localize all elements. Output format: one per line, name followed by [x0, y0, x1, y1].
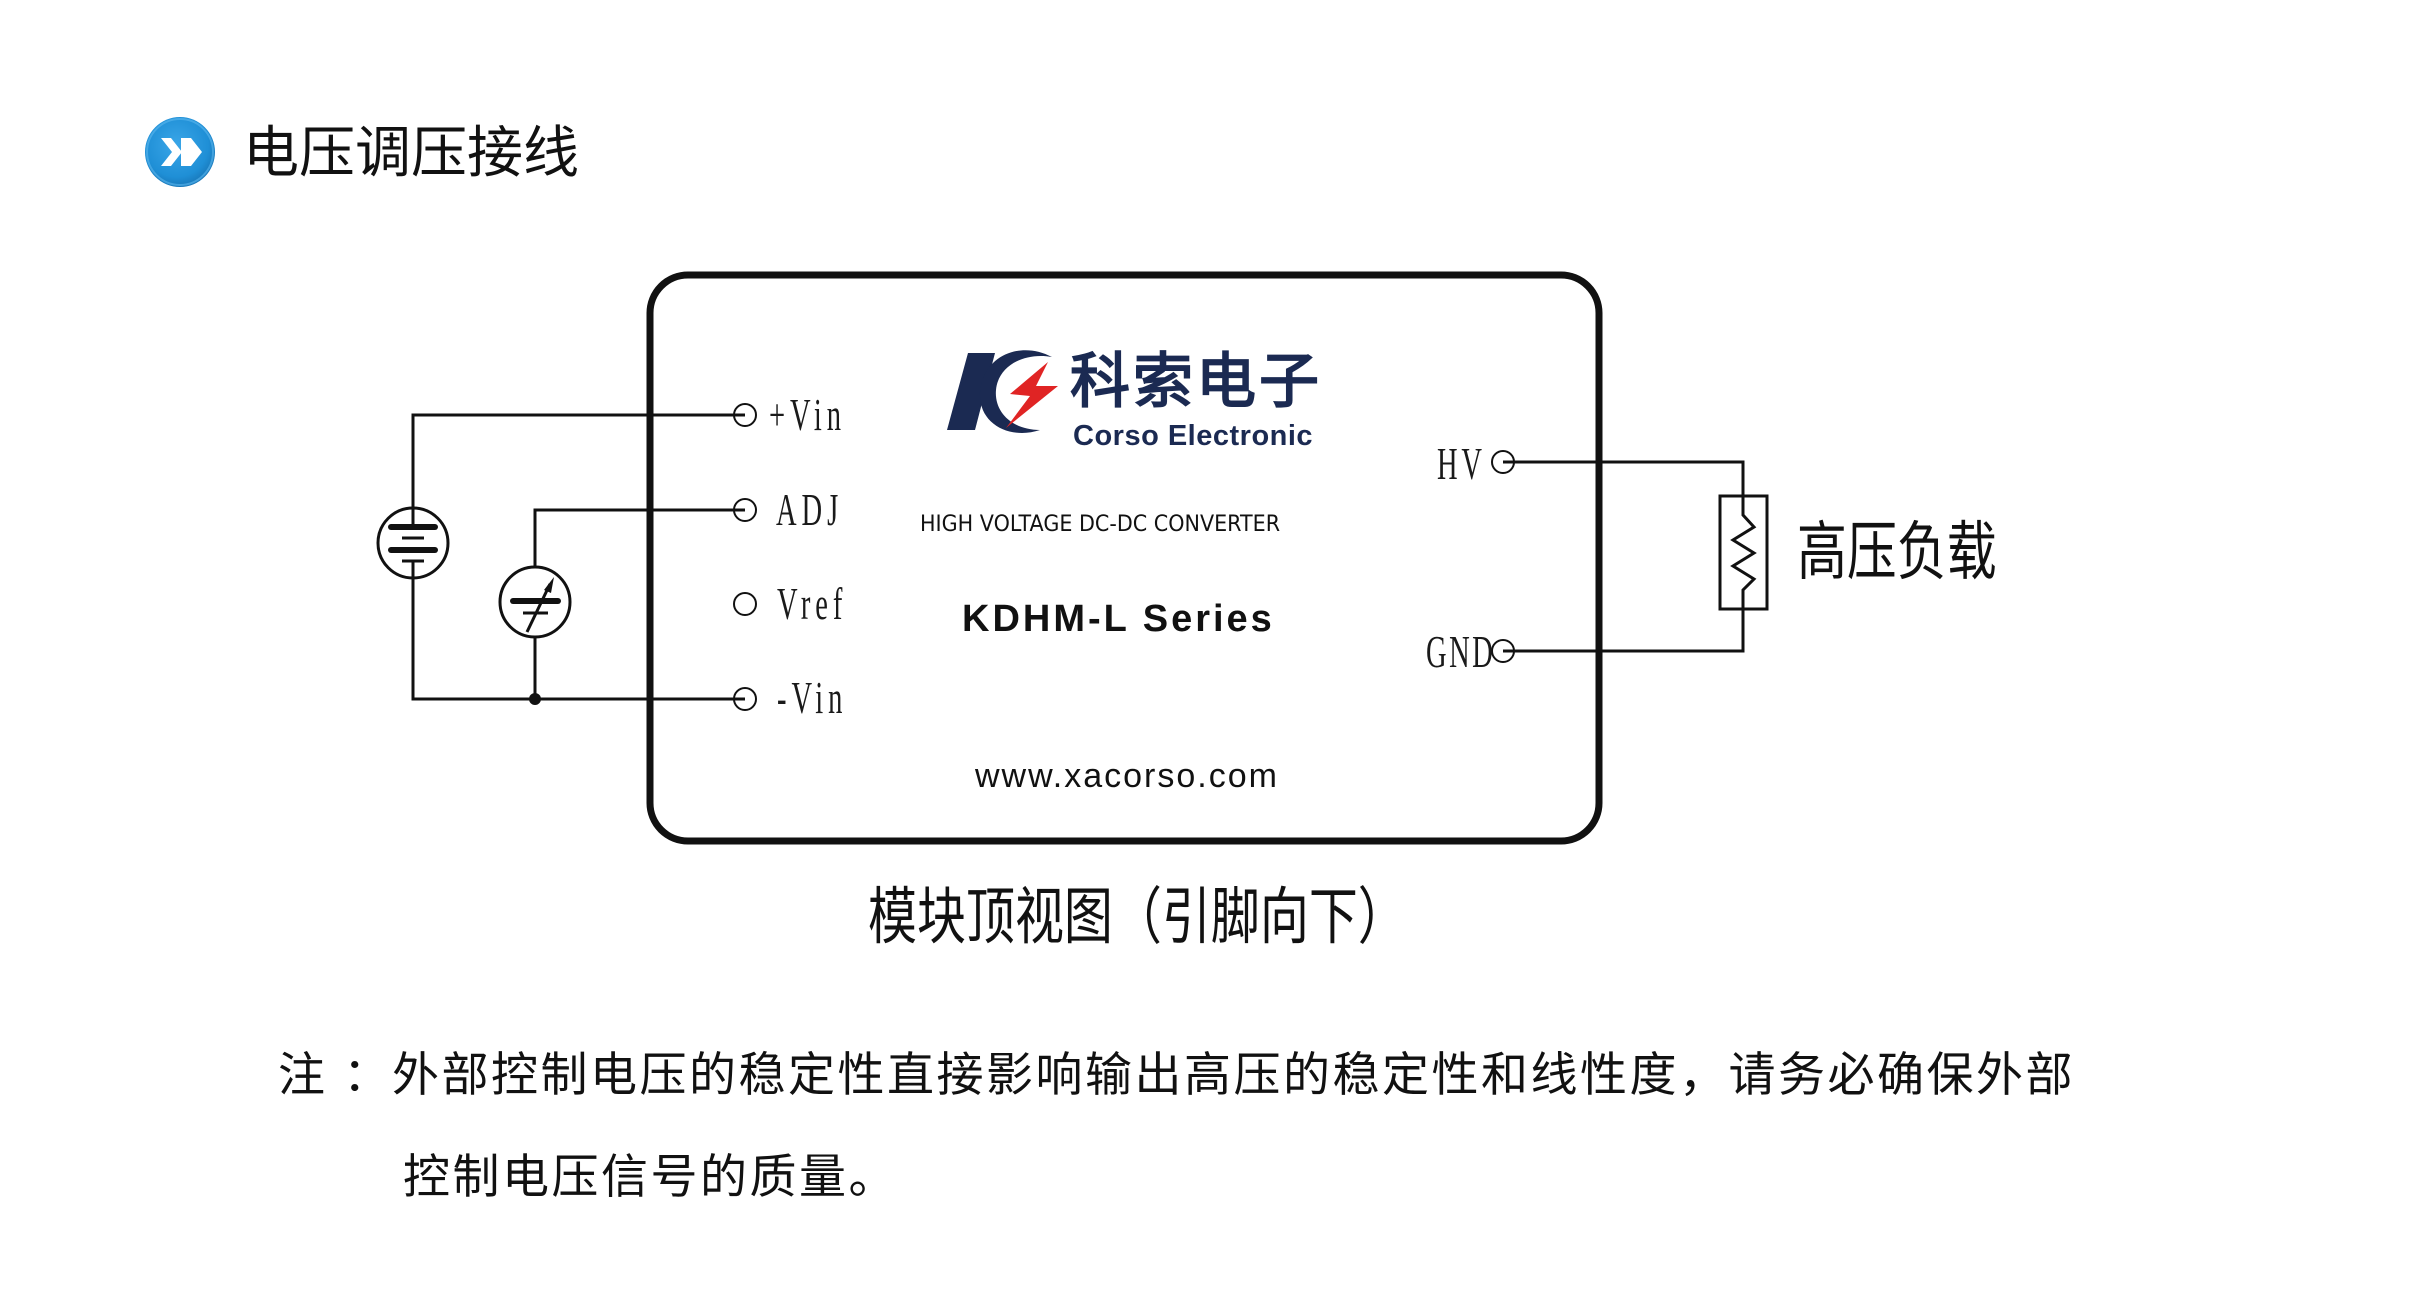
series-label: KDHM-L Series — [962, 598, 1275, 640]
website-label: www.xacorso.com — [975, 757, 1279, 795]
pin-label-minus-vin: -Vin — [777, 672, 848, 723]
logo-brand-cn: 科索电子 — [1070, 347, 1322, 417]
double-chevron-right-icon — [145, 117, 215, 187]
module-outline — [646, 271, 1603, 845]
section-title: 电压调压接线 — [243, 121, 579, 186]
diagram-caption: 模块顶视图（引脚向下） — [868, 880, 1407, 953]
dc-voltage-source-icon — [376, 506, 450, 580]
pin-vref — [733, 592, 757, 616]
pin-label-vref: Vref — [777, 578, 848, 629]
note-text-line1: 外部控制电压的稳定性直接影响输出高压的稳定性和线性度，请务必确保外部 — [392, 1048, 2075, 1103]
corso-logo-mark — [947, 350, 1058, 433]
adjustable-voltage-source-icon — [498, 565, 572, 639]
pin-label-plus-vin: +Vin — [769, 389, 846, 440]
input-wiring — [411, 413, 745, 701]
note-text-line2: 控制电压信号的质量。 — [403, 1150, 898, 1205]
load-label: 高压负载 — [1797, 516, 1997, 590]
pin-label-adj: ADJ — [776, 484, 844, 535]
junction-dot — [529, 693, 541, 705]
pin-label-gnd: GND — [1426, 626, 1496, 677]
output-wiring — [1503, 460, 1745, 653]
note-label: 注： — [278, 1048, 408, 1103]
pin-label-hv: HV — [1437, 438, 1486, 489]
resistor-icon — [1718, 494, 1769, 611]
product-line-label: HIGH VOLTAGE DC-DC CONVERTER — [920, 512, 1281, 537]
logo-brand-en: Corso Electronic — [1073, 420, 1314, 452]
